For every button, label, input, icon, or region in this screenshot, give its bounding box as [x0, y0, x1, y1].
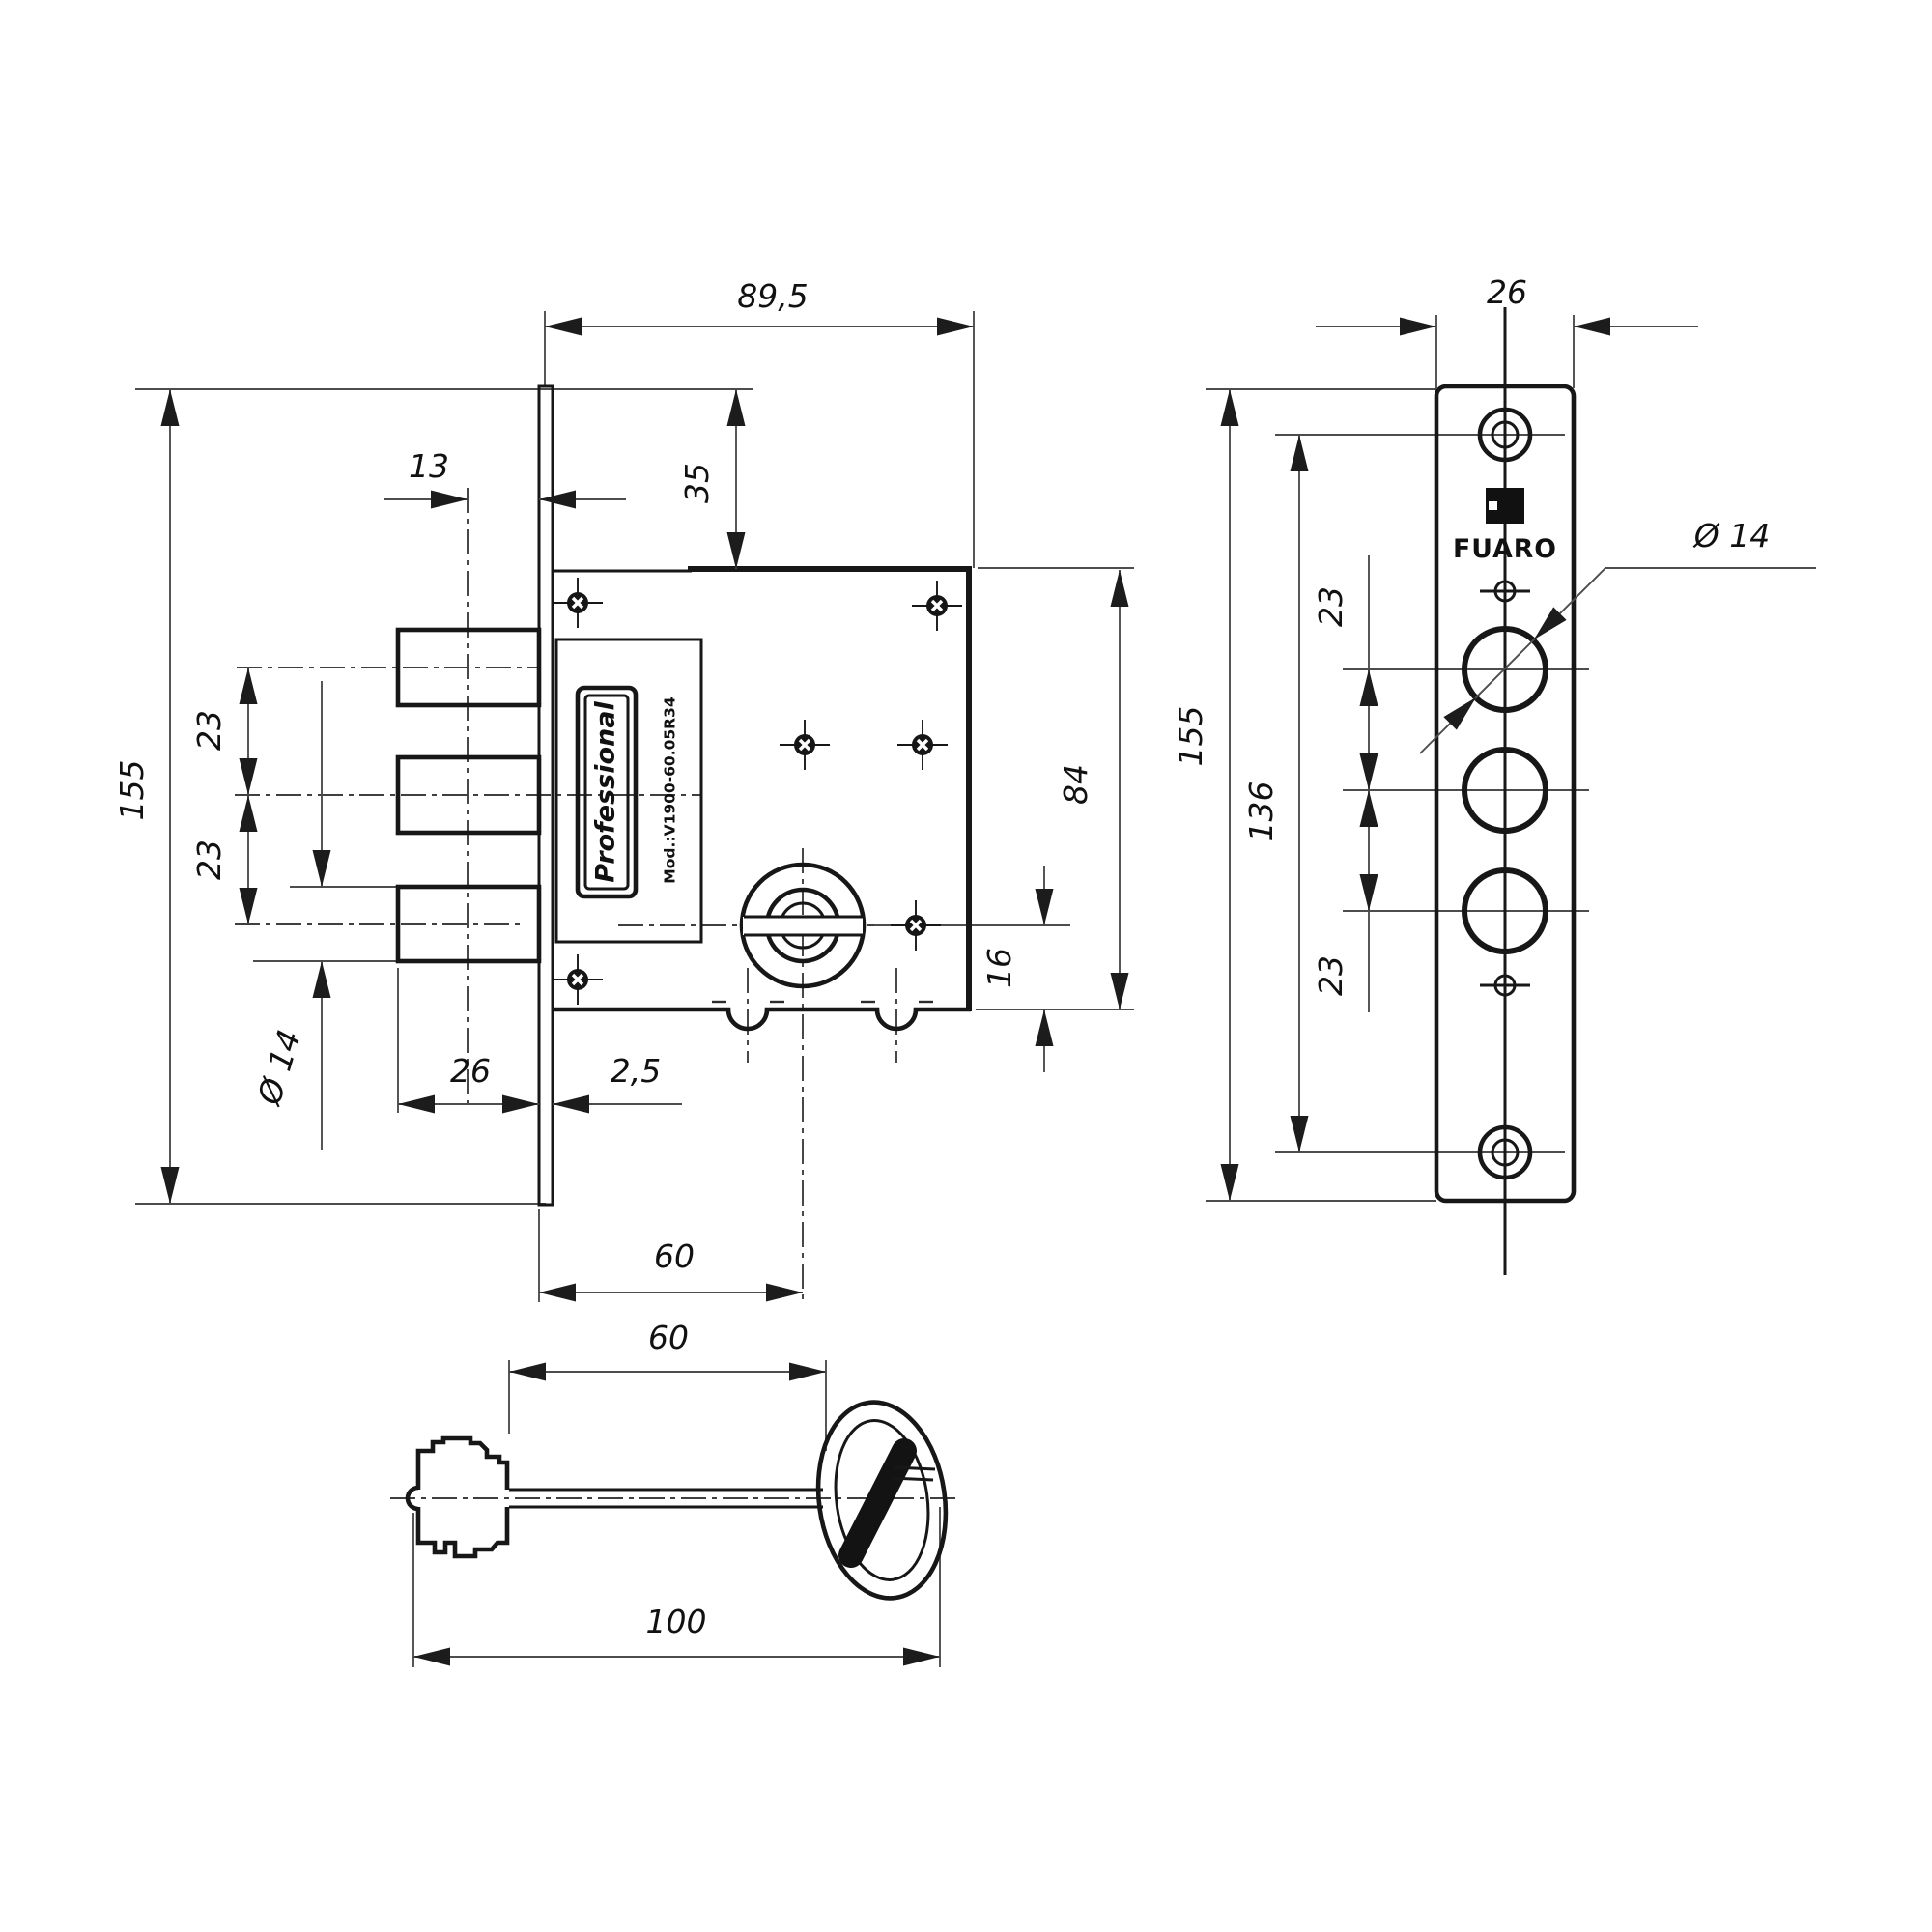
dim-text-cylinder-offset: 16: [980, 948, 1018, 988]
dim-backset: 60: [539, 1237, 803, 1302]
screw-post: [553, 954, 603, 1005]
bolt-hole-3: [1462, 867, 1548, 954]
dim-text-key-shaft: 60: [648, 1319, 689, 1356]
screw-post: [553, 578, 603, 628]
lock-cylinder: [739, 862, 867, 989]
bolt-pin-3: [395, 884, 542, 964]
dim-text-key-total: 100: [646, 1603, 707, 1640]
screw-hole-bottom: [1477, 1124, 1533, 1180]
dim-text-hole-spacing-2: 23: [1312, 955, 1350, 996]
dim-hole-spacing: 23 23: [1312, 555, 1378, 1012]
dim-text-bolt-spacing-1: 23: [190, 710, 228, 751]
label-plate: Professional Mod.:V1900-60.05R34: [575, 685, 679, 899]
dim-text-hole-diameter: Ø 14: [1692, 517, 1770, 554]
screw-post: [912, 581, 962, 631]
key-bit-lower: [415, 1507, 510, 1559]
dim-text-faceplate-thickness: 2,5: [611, 1052, 661, 1090]
dim-body-height: 84: [1057, 570, 1129, 1009]
label-professional: Professional: [591, 700, 621, 882]
body-inner-case: [554, 638, 703, 944]
dim-hole-diameter: Ø 14: [1419, 517, 1816, 754]
main-view: Professional Mod.:V1900-60.05R34: [113, 277, 1134, 1302]
dim-height-main: 155: [113, 389, 180, 1204]
dim-faceplate-thickness: 2,5: [553, 1052, 682, 1114]
label-model: Mod.:V1900-60.05R34: [662, 696, 679, 884]
bolt-pin-2: [395, 754, 542, 836]
pin-hole-top: [1480, 580, 1530, 603]
fuaro-logo: FUARO: [1453, 488, 1557, 564]
dim-text-overall-width: 89,5: [737, 277, 808, 315]
bolt-hole-1: [1462, 626, 1548, 713]
dim-bolt-spacing: 23 23: [190, 668, 258, 924]
key: [405, 1400, 949, 1601]
dim-text-bolt-to-plate: 13: [409, 447, 449, 485]
dim-text-body-height: 84: [1057, 764, 1094, 805]
dim-top-offset: 35: [678, 389, 746, 569]
screw-posts: [553, 578, 962, 1005]
key-bit-upper: [415, 1435, 510, 1490]
fuaro-logo-text: FUARO: [1453, 534, 1557, 564]
dim-text-top-offset: 35: [678, 463, 716, 503]
dim-text-backset: 60: [654, 1237, 695, 1275]
screw-post: [897, 720, 948, 770]
screw-post: [780, 720, 830, 770]
bolt-hole-2: [1462, 747, 1548, 834]
key-view: 60 100: [390, 1319, 958, 1667]
dim-face-height: 155: [1172, 389, 1239, 1201]
dim-bolt-throw: 26: [398, 1052, 539, 1114]
dim-text-screw-spacing: 136: [1242, 781, 1280, 842]
dim-bolt-diameter: Ø 14: [249, 681, 331, 1150]
dim-key-shaft: 60: [509, 1319, 826, 1381]
body-bottom-edge: [553, 1007, 971, 1032]
screw-hole-top: [1477, 407, 1533, 463]
dim-screw-spacing: 136: [1242, 435, 1309, 1152]
pin-hole-bottom: [1480, 974, 1530, 997]
dim-text-bolt-throw: 26: [450, 1052, 491, 1090]
lock-body: [553, 566, 972, 1032]
dim-bolt-to-plate: 13: [384, 447, 626, 509]
dim-key-total: 100: [413, 1603, 940, 1666]
key-tip: [405, 1485, 419, 1512]
dim-cylinder-offset: 16: [980, 866, 1054, 1072]
dim-face-width: 26: [1316, 273, 1698, 336]
dim-text-face-width: 26: [1487, 273, 1527, 311]
faceplate-view: FUARO 26 155: [1172, 273, 1816, 1275]
dim-text-height-main: 155: [113, 760, 151, 821]
key-bow: [815, 1400, 949, 1601]
dim-text-bolt-spacing-2: 23: [190, 839, 228, 880]
dim-overall-width: 89,5: [545, 277, 974, 336]
dim-text-bolt-diameter: Ø 14: [249, 1025, 308, 1110]
deadbolt-pins: [395, 627, 542, 964]
bolt-pin-1: [395, 627, 542, 708]
dim-text-face-height: 155: [1172, 706, 1209, 767]
dim-text-hole-spacing-1: 23: [1312, 586, 1350, 627]
screw-post: [891, 900, 941, 951]
